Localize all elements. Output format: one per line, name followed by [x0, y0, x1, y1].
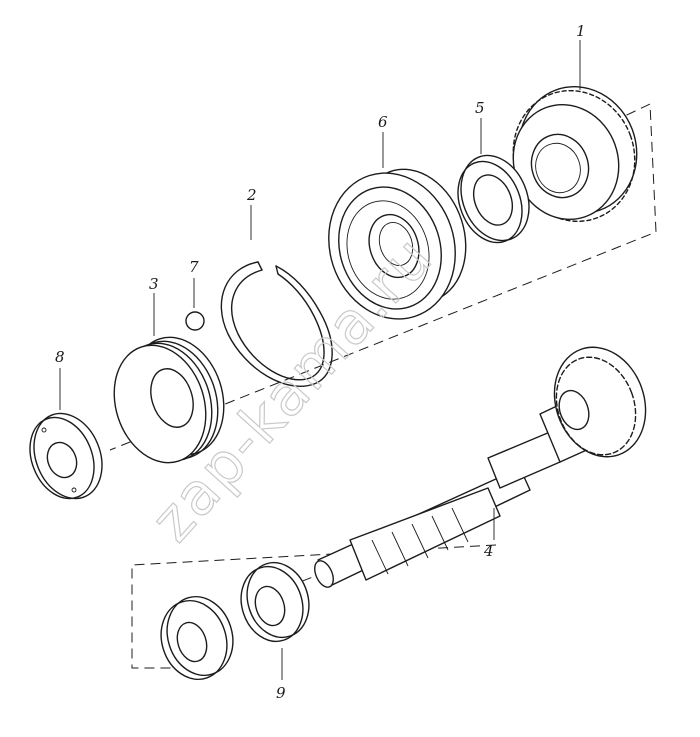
callout-6: 6 [378, 113, 388, 131]
callout-3: 3 [149, 275, 159, 293]
part-6-bearing [328, 168, 467, 320]
callout-1: 1 [576, 22, 586, 40]
callout-9: 9 [276, 684, 286, 702]
part-3-ring [113, 336, 225, 464]
callout-7: 7 [189, 258, 199, 276]
part-7-ball [185, 311, 205, 331]
part-2-snap-ring [220, 261, 333, 387]
callout-labels: 1 2 3 4 5 6 7 8 9 [55, 22, 586, 702]
callout-2: 2 [246, 186, 257, 204]
part-9-needle-bearings [160, 561, 310, 681]
leader-lines [59, 40, 581, 680]
part-4-shaft [314, 346, 647, 588]
callout-8: 8 [55, 348, 65, 366]
part-8-ring [29, 412, 103, 500]
part-5-washer [457, 154, 530, 244]
callout-5: 5 [475, 99, 485, 117]
assembly-lines [109, 103, 657, 669]
callout-4: 4 [483, 542, 494, 560]
